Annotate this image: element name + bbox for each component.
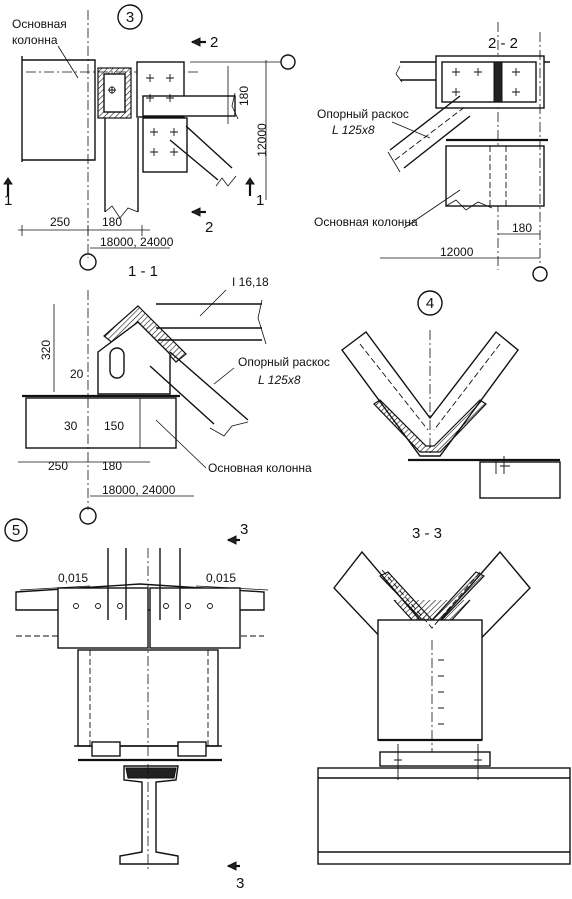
dimension-20: 20 bbox=[70, 367, 84, 381]
column-label-line1: Основная bbox=[12, 17, 67, 31]
node-number-circle bbox=[117, 4, 143, 30]
dimension-320: 320 bbox=[39, 340, 53, 360]
end-plate-left bbox=[57, 587, 149, 649]
section-title: 1 - 1 bbox=[128, 263, 158, 280]
base-plate bbox=[379, 751, 491, 767]
truss-beam bbox=[156, 303, 262, 341]
brace-label: Опорный раскос bbox=[317, 107, 409, 121]
gusset-plate-hatched bbox=[373, 399, 487, 453]
dimension-250: 250 bbox=[50, 215, 70, 229]
beam-profile: I 16,18 bbox=[232, 275, 269, 289]
column-label: Основная колонна bbox=[208, 461, 312, 475]
section-label: 3 bbox=[236, 875, 244, 892]
section-label: 1 bbox=[256, 192, 264, 209]
support-brace bbox=[389, 95, 471, 169]
section-3-3-detail: 3 - 3 bbox=[317, 525, 571, 865]
node-number-circle bbox=[417, 290, 443, 316]
node-5-detail: 5 3 0,015 0,015 3 bbox=[4, 518, 269, 892]
main-beam bbox=[317, 767, 571, 865]
node-number: 5 bbox=[12, 522, 20, 539]
node-number: 3 bbox=[126, 9, 134, 26]
main-column bbox=[445, 145, 545, 207]
node-number: 4 bbox=[426, 295, 434, 312]
dimension-180: 180 bbox=[102, 459, 122, 473]
support-brace bbox=[149, 351, 249, 425]
brace-profile: L 125x8 bbox=[332, 123, 375, 137]
dimension-180: 180 bbox=[237, 86, 251, 106]
posts bbox=[107, 548, 181, 620]
node-3-detail: 3 Основная колонна bbox=[3, 4, 296, 271]
dimension-12000: 12000 bbox=[440, 245, 474, 259]
brace-profile: L 125x8 bbox=[258, 373, 301, 387]
axis-marker bbox=[280, 54, 296, 70]
main-column bbox=[25, 397, 177, 449]
brace-label: Опорный раскос bbox=[238, 355, 330, 369]
section-label: 3 bbox=[240, 521, 248, 538]
slope-left: 0,015 bbox=[58, 571, 88, 585]
section-2-2-detail: 2 - 2 Опорный раскос L 125x8 Основная ко… bbox=[314, 22, 550, 282]
section-label: 2 bbox=[205, 219, 213, 236]
support-column bbox=[377, 619, 483, 741]
section-title: 3 - 3 bbox=[412, 525, 442, 542]
section-label: 1 bbox=[4, 192, 12, 209]
main-column bbox=[22, 59, 96, 161]
axis-marker bbox=[79, 253, 97, 271]
truss-beam bbox=[142, 95, 236, 117]
section-label: 2 bbox=[210, 34, 218, 51]
leader-line bbox=[57, 45, 79, 79]
column-label: Основная колонна bbox=[314, 215, 418, 229]
end-plate-right bbox=[149, 587, 241, 649]
support-column bbox=[479, 461, 561, 499]
dimension-250: 250 bbox=[48, 459, 68, 473]
i-beam-section bbox=[119, 765, 179, 865]
dimension-180: 180 bbox=[512, 221, 532, 235]
dimension-150: 150 bbox=[104, 419, 124, 433]
center-web bbox=[493, 61, 503, 103]
axis-marker bbox=[79, 507, 97, 525]
section-1-1-detail: 1 - 1 I 16,18 320 20 30 150 250 180 1800… bbox=[18, 263, 330, 525]
support-brace bbox=[169, 125, 233, 181]
column-label-line2: колонна bbox=[12, 33, 58, 47]
section-title: 2 - 2 bbox=[488, 35, 518, 52]
node-number-circle bbox=[4, 518, 28, 542]
slope-right: 0,015 bbox=[206, 571, 236, 585]
node-4-detail: 4 bbox=[341, 290, 561, 499]
dimension-span: 18000, 24000 bbox=[102, 483, 176, 497]
support-plate bbox=[142, 117, 188, 173]
dimension-30: 30 bbox=[64, 419, 78, 433]
dimension-12000: 12000 bbox=[255, 123, 269, 157]
dimension-span: 18000, 24000 bbox=[100, 235, 174, 249]
dimension-180: 180 bbox=[102, 215, 122, 229]
truss-chords bbox=[341, 331, 519, 457]
axis-marker bbox=[532, 266, 548, 282]
